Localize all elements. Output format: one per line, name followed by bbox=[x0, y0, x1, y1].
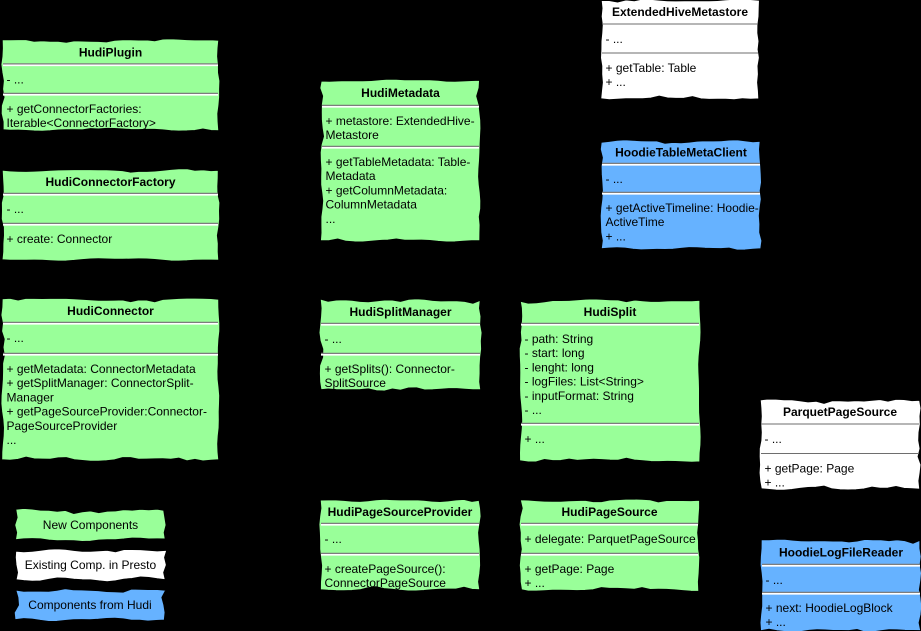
svg-text:Components from Hudi: Components from Hudi bbox=[28, 598, 151, 612]
svg-text:Metastore: Metastore bbox=[326, 128, 380, 142]
svg-text:- ...: - ... bbox=[525, 403, 542, 417]
svg-text:HoodieLogFileReader: HoodieLogFileReader bbox=[779, 546, 903, 560]
svg-text:- ...: - ... bbox=[606, 32, 623, 46]
svg-text:+ getActiveTimeline: Hoodie-: + getActiveTimeline: Hoodie- bbox=[606, 201, 759, 215]
svg-text:HudiMetadata: HudiMetadata bbox=[361, 86, 440, 100]
svg-text:ActiveTime: ActiveTime bbox=[606, 215, 665, 229]
svg-text:- ...: - ... bbox=[7, 73, 24, 87]
svg-text:- ...: - ... bbox=[325, 332, 342, 346]
svg-text:+ getPageSourceProvider:Connec: + getPageSourceProvider:Connector- bbox=[7, 405, 207, 419]
svg-text:- ...: - ... bbox=[606, 172, 623, 186]
svg-text:+ getSplitManager: ConnectorSp: + getSplitManager: ConnectorSplit- bbox=[7, 376, 194, 390]
svg-text:+ getColumnMetadata:: + getColumnMetadata: bbox=[326, 183, 448, 197]
svg-text:+ getSplits(): Connector-: + getSplits(): Connector- bbox=[325, 362, 455, 376]
svg-text:- ...: - ... bbox=[325, 532, 342, 546]
svg-text:ConnectorPageSource: ConnectorPageSource bbox=[325, 576, 447, 590]
svg-text:HudiConnector: HudiConnector bbox=[67, 304, 154, 318]
svg-text:- ...: - ... bbox=[766, 573, 783, 587]
svg-text:HudiPlugin: HudiPlugin bbox=[79, 46, 142, 60]
svg-text:+ next: HoodieLogBlock: + next: HoodieLogBlock bbox=[766, 601, 894, 615]
svg-text:ExtendedHiveMetastore: ExtendedHiveMetastore bbox=[612, 5, 748, 19]
svg-text:+ getTable: Table: + getTable: Table bbox=[606, 61, 697, 75]
svg-text:+ getTableMetadata: Table-: + getTableMetadata: Table- bbox=[326, 155, 471, 169]
svg-text:+ delegate: ParquetPageSource: + delegate: ParquetPageSource bbox=[525, 532, 696, 546]
svg-text:...: ... bbox=[326, 212, 336, 226]
svg-text:- inputFormat: String: - inputFormat: String bbox=[525, 389, 634, 403]
svg-text:New Components: New Components bbox=[43, 518, 138, 532]
svg-text:+ ...: + ... bbox=[606, 229, 626, 243]
svg-text:SplitSource: SplitSource bbox=[325, 376, 387, 390]
svg-text:+ createPageSource():: + createPageSource(): bbox=[325, 562, 446, 576]
svg-text:HudiSplit: HudiSplit bbox=[584, 305, 637, 319]
svg-text:- lenght: long: - lenght: long bbox=[525, 360, 594, 374]
svg-text:- ...: - ... bbox=[7, 331, 24, 345]
svg-text:- ...: - ... bbox=[765, 432, 782, 446]
svg-text:ParquetPageSource: ParquetPageSource bbox=[783, 405, 897, 419]
svg-text:- logFiles: List<String>: - logFiles: List<String> bbox=[525, 375, 644, 389]
svg-text:ColumnMetadata: ColumnMetadata bbox=[326, 198, 418, 212]
svg-text:HudiSplitManager: HudiSplitManager bbox=[349, 305, 451, 319]
svg-text:+ ...: + ... bbox=[766, 615, 786, 629]
svg-text:...: ... bbox=[7, 433, 17, 447]
svg-text:+ getPage: Page: + getPage: Page bbox=[525, 562, 615, 576]
svg-text:+ ...: + ... bbox=[606, 75, 626, 89]
svg-text:PageSourceProvider: PageSourceProvider bbox=[7, 419, 118, 433]
svg-text:HudiPageSource: HudiPageSource bbox=[561, 505, 657, 519]
svg-text:- ...: - ... bbox=[7, 202, 24, 216]
svg-text:Metadata: Metadata bbox=[326, 169, 376, 183]
svg-text:+ getPage: Page: + getPage: Page bbox=[765, 462, 855, 476]
svg-text:Manager: Manager bbox=[7, 390, 54, 404]
svg-text:HoodieTableMetaClient: HoodieTableMetaClient bbox=[615, 146, 747, 160]
svg-text:- path: String: - path: String bbox=[525, 332, 594, 346]
svg-text:+ ...: + ... bbox=[765, 476, 785, 490]
svg-text:+ metastore: ExtendedHive-: + metastore: ExtendedHive- bbox=[326, 114, 475, 128]
svg-text:+ getMetadata: ConnectorMetada: + getMetadata: ConnectorMetadata bbox=[7, 362, 196, 376]
svg-text:HudiPageSourceProvider: HudiPageSourceProvider bbox=[328, 505, 473, 519]
svg-text:+ ...: + ... bbox=[525, 432, 545, 446]
svg-text:Existing Comp. in Presto: Existing Comp. in Presto bbox=[25, 558, 157, 572]
svg-text:Iterable<ConnectorFactory>: Iterable<ConnectorFactory> bbox=[7, 116, 156, 130]
svg-text:+ getConnectorFactories:: + getConnectorFactories: bbox=[7, 102, 142, 116]
svg-text:+ ...: + ... bbox=[525, 576, 545, 590]
svg-text:- start: long: - start: long bbox=[525, 346, 585, 360]
svg-text:+ create: Connector: + create: Connector bbox=[7, 232, 113, 246]
svg-text:HudiConnectorFactory: HudiConnectorFactory bbox=[45, 175, 175, 189]
